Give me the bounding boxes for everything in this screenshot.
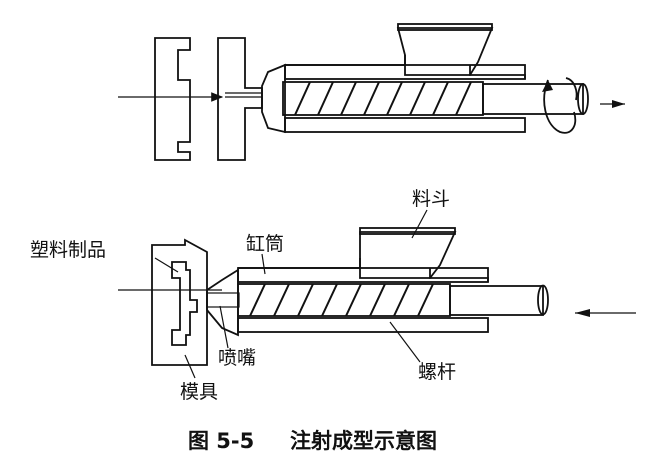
label-nozzle: 喷嘴 [218,347,256,369]
screw-flights-top [294,81,472,116]
barrel-lower-wall [284,117,526,133]
bottom-diagram: 料斗 缸筒 塑料制品 喷嘴 螺杆 模具 [30,188,636,403]
screw-shaft-bottom [449,285,544,316]
leader-nozzle [219,305,229,349]
barrel-lower-wall-bottom [237,317,489,333]
label-hopper: 料斗 [412,188,450,210]
barrel-upper-wall-bottom [237,267,489,283]
plastic-product [171,261,198,346]
leader-hopper [411,209,428,239]
screw-bottom [237,283,451,317]
label-screw: 螺杆 [418,361,456,383]
rotation-arrow-icon [543,79,577,134]
rotation-arrow-icon [565,77,578,101]
label-barrel: 缸筒 [246,233,284,255]
leader-barrel [261,253,266,275]
nozzle-body [261,63,286,134]
screw-top [282,81,484,116]
label-plastic-product: 塑料制品 [30,239,106,261]
label-mold: 模具 [180,381,218,403]
mold-right-half [217,37,263,161]
leader-screw [389,321,421,363]
mold-left-half [154,37,191,161]
rotation-arrow-icon [542,80,553,92]
hopper-bottom [359,231,457,279]
mold-closed [151,238,208,366]
screw-shaft-top [482,83,584,115]
screw-flights-bottom [249,283,434,317]
figure-title: 注射成型示意图 [290,429,437,453]
hopper-top [396,27,494,76]
leader-product [154,257,179,273]
axis-arrow-icon [575,309,590,317]
top-diagram [118,23,625,161]
axis-arrow-icon [612,100,625,108]
leader-mold [184,354,196,379]
figure-number: 图 5-5 [188,429,254,453]
nozzle-bottom [206,268,239,337]
